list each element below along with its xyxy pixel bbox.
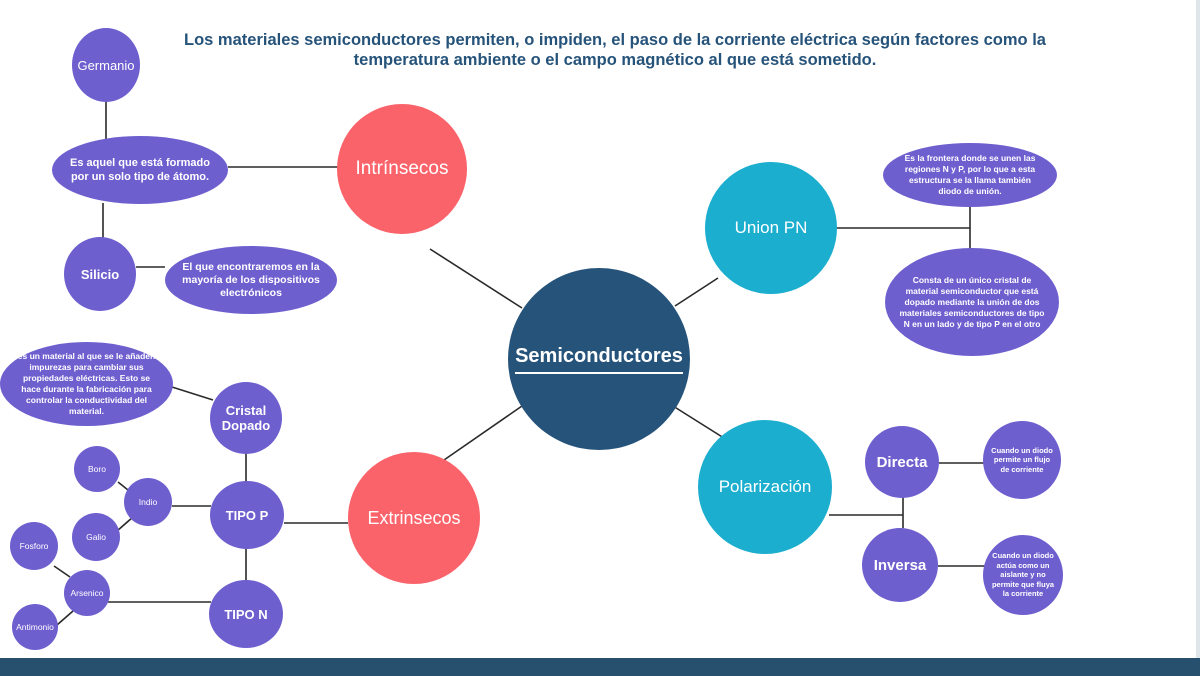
tipo-n-label: TIPO N [224, 606, 268, 622]
union-pn-node[interactable]: Union PN [705, 162, 837, 294]
union-frontier-node[interactable]: Es la frontera donde se unen las regione… [883, 143, 1057, 207]
extrinsecos-label: Extrinsecos [367, 507, 461, 528]
fosforo-label: Fosforo [19, 541, 49, 551]
polarizacion-node[interactable]: Polarización [698, 420, 832, 554]
connector-antimonio-arsenico [56, 610, 74, 626]
cristal-dopado-node[interactable]: Cristal Dopado [210, 382, 282, 454]
bottom-bar [0, 658, 1200, 676]
germanio-label: Germanio [77, 57, 135, 73]
indio-label: Indio [138, 497, 158, 507]
mind-map-canvas: Los materiales semiconductores permiten,… [0, 0, 1196, 658]
intrinsecos-node[interactable]: Intrínsecos [337, 104, 467, 234]
dopado-definition-node[interactable]: es un material al que se le añaden impur… [0, 342, 173, 426]
galio-node[interactable]: Galio [72, 513, 120, 561]
intrinsecos-definition: Es aquel que está formado por un solo ti… [70, 157, 210, 183]
antimonio-label: Antimonio [16, 622, 54, 632]
inversa-definition-node[interactable]: Cuando un diodo actúa como un aislante y… [983, 535, 1063, 615]
union-crystal: Consta de un único cristal de material s… [899, 274, 1045, 329]
silicio-label: Silicio [80, 266, 120, 282]
silicio-note-node[interactable]: El que encontraremos en la mayoría de lo… [165, 246, 337, 314]
connector-dopado-def [171, 386, 214, 401]
galio-label: Galio [86, 532, 106, 542]
tipo-n-node[interactable]: TIPO N [209, 580, 283, 648]
connector-center-extrinsecos [443, 405, 523, 461]
inversa-node[interactable]: Inversa [862, 528, 938, 602]
dopado-definition: es un material al que se le añaden impur… [17, 351, 156, 416]
directa-node[interactable]: Directa [865, 426, 939, 498]
arsenico-label: Arsenico [70, 588, 104, 598]
connector-fosforo-arsenico [53, 565, 71, 578]
headline: Los materiales semiconductores permiten,… [184, 31, 1046, 69]
germanio-node[interactable]: Germanio [72, 28, 140, 102]
connector-center-unionpn [674, 277, 719, 307]
connector-galio-indio [116, 516, 134, 532]
union-crystal-node[interactable]: Consta de un único cristal de material s… [885, 248, 1059, 356]
intrinsecos-label: Intrínsecos [355, 158, 449, 179]
union-frontier: Es la frontera donde se unen las regione… [904, 153, 1036, 196]
union-pn-label: Union PN [734, 218, 808, 237]
extrinsecos-node[interactable]: Extrinsecos [348, 452, 480, 584]
directa-definition: Cuando un diodo permite un flujo de corr… [991, 445, 1053, 474]
arsenico-node[interactable]: Arsenico [64, 570, 110, 616]
indio-node[interactable]: Indio [124, 478, 172, 526]
boro-label: Boro [88, 464, 106, 474]
directa-definition-node[interactable]: Cuando un diodo permite un flujo de corr… [983, 421, 1061, 499]
connector-center-intrinsecos [429, 248, 523, 309]
silicio-note: El que encontraremos en la mayoría de lo… [182, 260, 320, 299]
tipo-p-node[interactable]: TIPO P [210, 481, 284, 549]
inversa-label: Inversa [873, 556, 927, 574]
cristal-dopado-label: Cristal Dopado [221, 403, 271, 433]
antimonio-node[interactable]: Antimonio [12, 604, 58, 650]
semiconductores-node[interactable]: Semiconductores [508, 268, 690, 450]
directa-label: Directa [876, 453, 928, 471]
inversa-definition: Cuando un diodo actúa como un aislante y… [991, 551, 1055, 599]
right-edge [1196, 0, 1200, 658]
boro-node[interactable]: Boro [74, 446, 120, 492]
polarizacion-label: Polarización [718, 477, 812, 496]
tipo-p-label: TIPO P [225, 507, 269, 523]
silicio-node[interactable]: Silicio [64, 237, 136, 311]
connector-boro-indio [117, 481, 129, 491]
fosforo-node[interactable]: Fosforo [10, 522, 58, 570]
semiconductores-label: Semiconductores [515, 345, 683, 374]
intrinsecos-definition-node[interactable]: Es aquel que está formado por un solo ti… [52, 136, 228, 204]
